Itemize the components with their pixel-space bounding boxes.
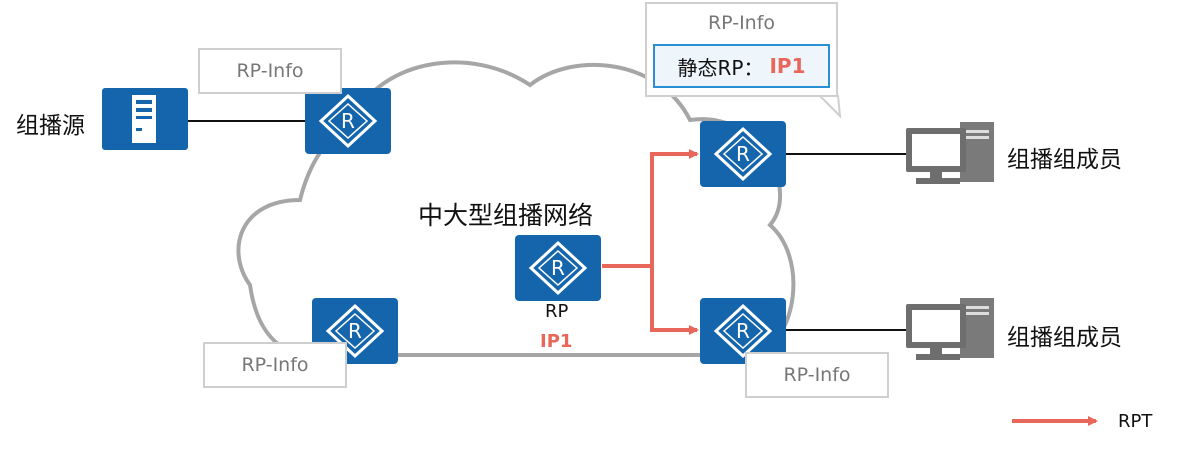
legend-rpt-label: RPT <box>1118 411 1153 432</box>
router-icon-source-side <box>303 86 393 156</box>
rp-info-box-top-left: RP-Info <box>198 48 342 94</box>
multicast-member-label-bottom: 组播组成员 <box>1007 325 1122 351</box>
rp-info-callout: RP-Info 静态RP：IP1 <box>645 2 838 97</box>
rp-ip-label: IP1 <box>540 331 573 352</box>
multicast-source-label: 组播源 <box>16 113 85 139</box>
cloud-title: 中大型组播网络 <box>418 201 594 230</box>
callout-title: RP-Info <box>707 12 776 34</box>
rpt-arrow-to-bottom-router <box>650 266 699 335</box>
router-icon-member-top <box>698 119 788 189</box>
static-rp-value: IP1 <box>769 54 806 78</box>
rp-info-box-bottom-left: RP-Info <box>203 342 347 388</box>
rp-name-label: RP <box>545 301 569 322</box>
server-icon <box>102 88 188 150</box>
rp-info-box-bottom-right: RP-Info <box>745 352 889 398</box>
pc-icon-bottom <box>906 298 994 360</box>
callout-pointer <box>817 95 842 119</box>
pc-icon-top <box>906 122 994 184</box>
static-rp-label: 静态RP： <box>677 55 764 80</box>
router-icon-rp <box>513 233 603 303</box>
rpt-arrow-to-top-router <box>602 149 699 268</box>
multicast-member-label-top: 组播组成员 <box>1007 147 1122 173</box>
static-rp-config: 静态RP：IP1 <box>653 44 830 88</box>
